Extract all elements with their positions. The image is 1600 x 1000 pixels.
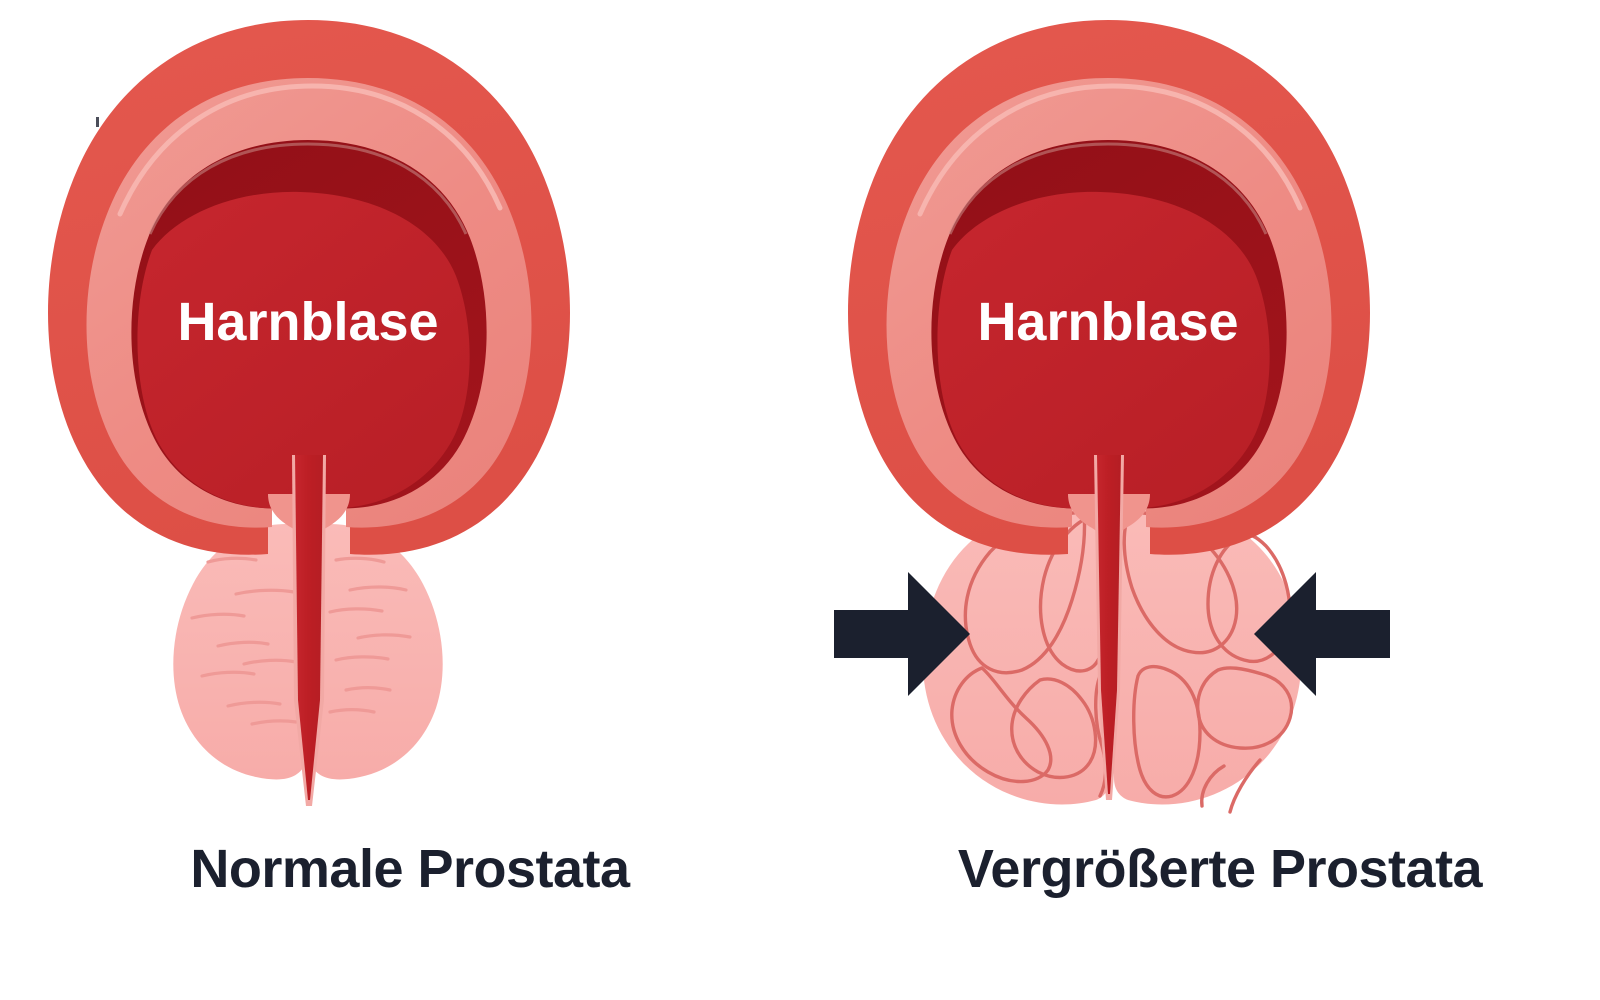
bladder-label-enlarged: Harnblase <box>977 292 1238 352</box>
bladder-fill <box>937 191 1270 509</box>
arrow-left-shape <box>834 572 970 696</box>
compression-arrow-right <box>1254 572 1390 696</box>
figure-enlarged-prostate: Harnblase <box>800 0 1600 840</box>
caption-normal-prostate: Normale Prostata <box>190 839 630 899</box>
urethra-channel <box>1097 455 1121 794</box>
bladder-normal: Harnblase <box>48 20 570 555</box>
bladder-fill <box>137 191 470 509</box>
bladder-muscle-highlight <box>117 83 503 217</box>
panel-normal-prostate: Harnblase Normale Prostata <box>0 0 800 899</box>
caption-enlarged-prostate: Vergrößerte Prostata <box>957 839 1483 899</box>
urethra-channel <box>295 455 323 800</box>
panel-enlarged-prostate: Harnblase Vergrößerte Prostata <box>800 0 1600 1000</box>
urethra-normal <box>292 455 326 806</box>
bladder-label-normal: Harnblase <box>177 292 438 352</box>
figure-normal-prostate: Harnblase <box>0 0 800 840</box>
bladder-muscle-highlight <box>917 83 1303 217</box>
compression-arrow-left <box>834 572 970 696</box>
arrow-right-shape <box>1254 572 1390 696</box>
bladder-cavity-rim-highlight <box>148 142 468 235</box>
urethra-compressed <box>1094 455 1124 800</box>
prostate-enlarged <box>922 500 1302 814</box>
prostate-lobe-left <box>173 524 306 780</box>
image-artifact-speck <box>96 117 99 127</box>
prostate-striations-right <box>328 556 412 714</box>
bladder-cavity-rim-highlight <box>948 142 1268 235</box>
prostate-lobe-left-enlarged <box>922 500 1110 805</box>
bladder-enlarged: Harnblase <box>848 20 1370 555</box>
prostate-striations-left <box>190 556 298 726</box>
prostate-lobe-right <box>310 524 443 780</box>
prostate-normal <box>173 524 443 780</box>
